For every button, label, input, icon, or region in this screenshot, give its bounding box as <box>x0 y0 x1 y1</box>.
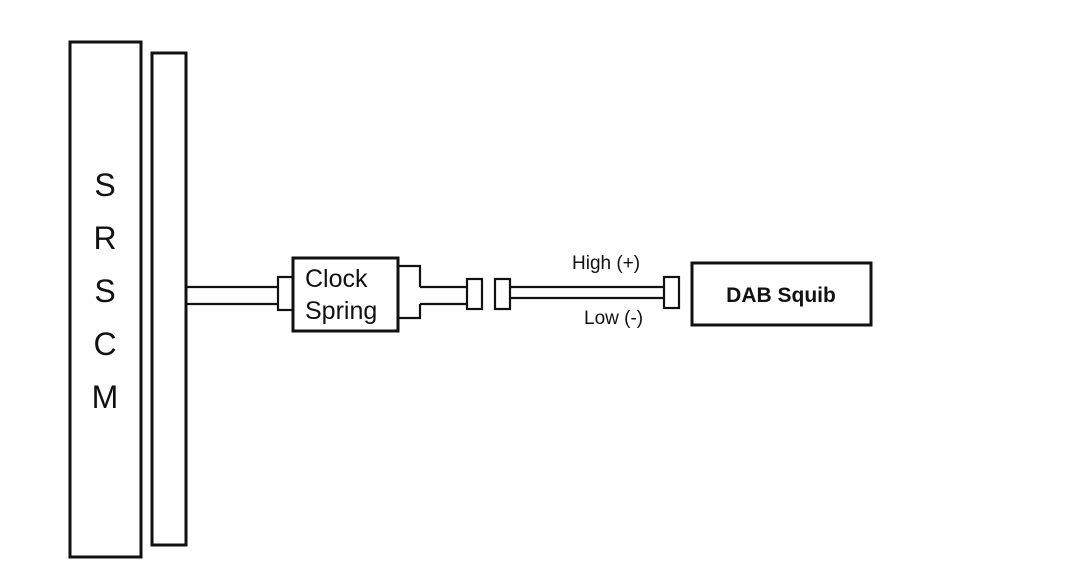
srscm-module: S R S C M <box>68 40 143 559</box>
mid-connector-left <box>465 277 484 311</box>
squib-connector <box>662 275 681 310</box>
clock-spring: Clock Spring <box>291 256 400 333</box>
wire-high-label: High (+) <box>572 253 640 274</box>
clock-spring-left-connector <box>276 275 295 312</box>
dab-squib-label: DAB Squib <box>726 284 836 307</box>
srscm-letter-1: S <box>94 167 115 203</box>
srscm-box <box>68 40 143 559</box>
clock-spring-label-line1: Clock <box>305 265 368 293</box>
srscm-letter-5: M <box>92 379 119 415</box>
dab-squib-box <box>690 261 873 327</box>
module-connector-bar <box>150 51 188 547</box>
srscm-letter-2: R <box>93 220 116 256</box>
dab-squib: DAB Squib <box>690 261 873 327</box>
clock-spring-label-line2: Spring <box>305 297 377 325</box>
srscm-letter-4: C <box>93 326 116 362</box>
clock-spring-right-bracket-bottom <box>398 304 422 320</box>
mid-connector-right <box>493 277 512 311</box>
wire-low-label: Low (-) <box>584 308 643 329</box>
clock-spring-box <box>291 256 400 333</box>
clock-spring-right-bracket-top <box>398 264 422 287</box>
srscm-letter-3: S <box>94 273 115 309</box>
